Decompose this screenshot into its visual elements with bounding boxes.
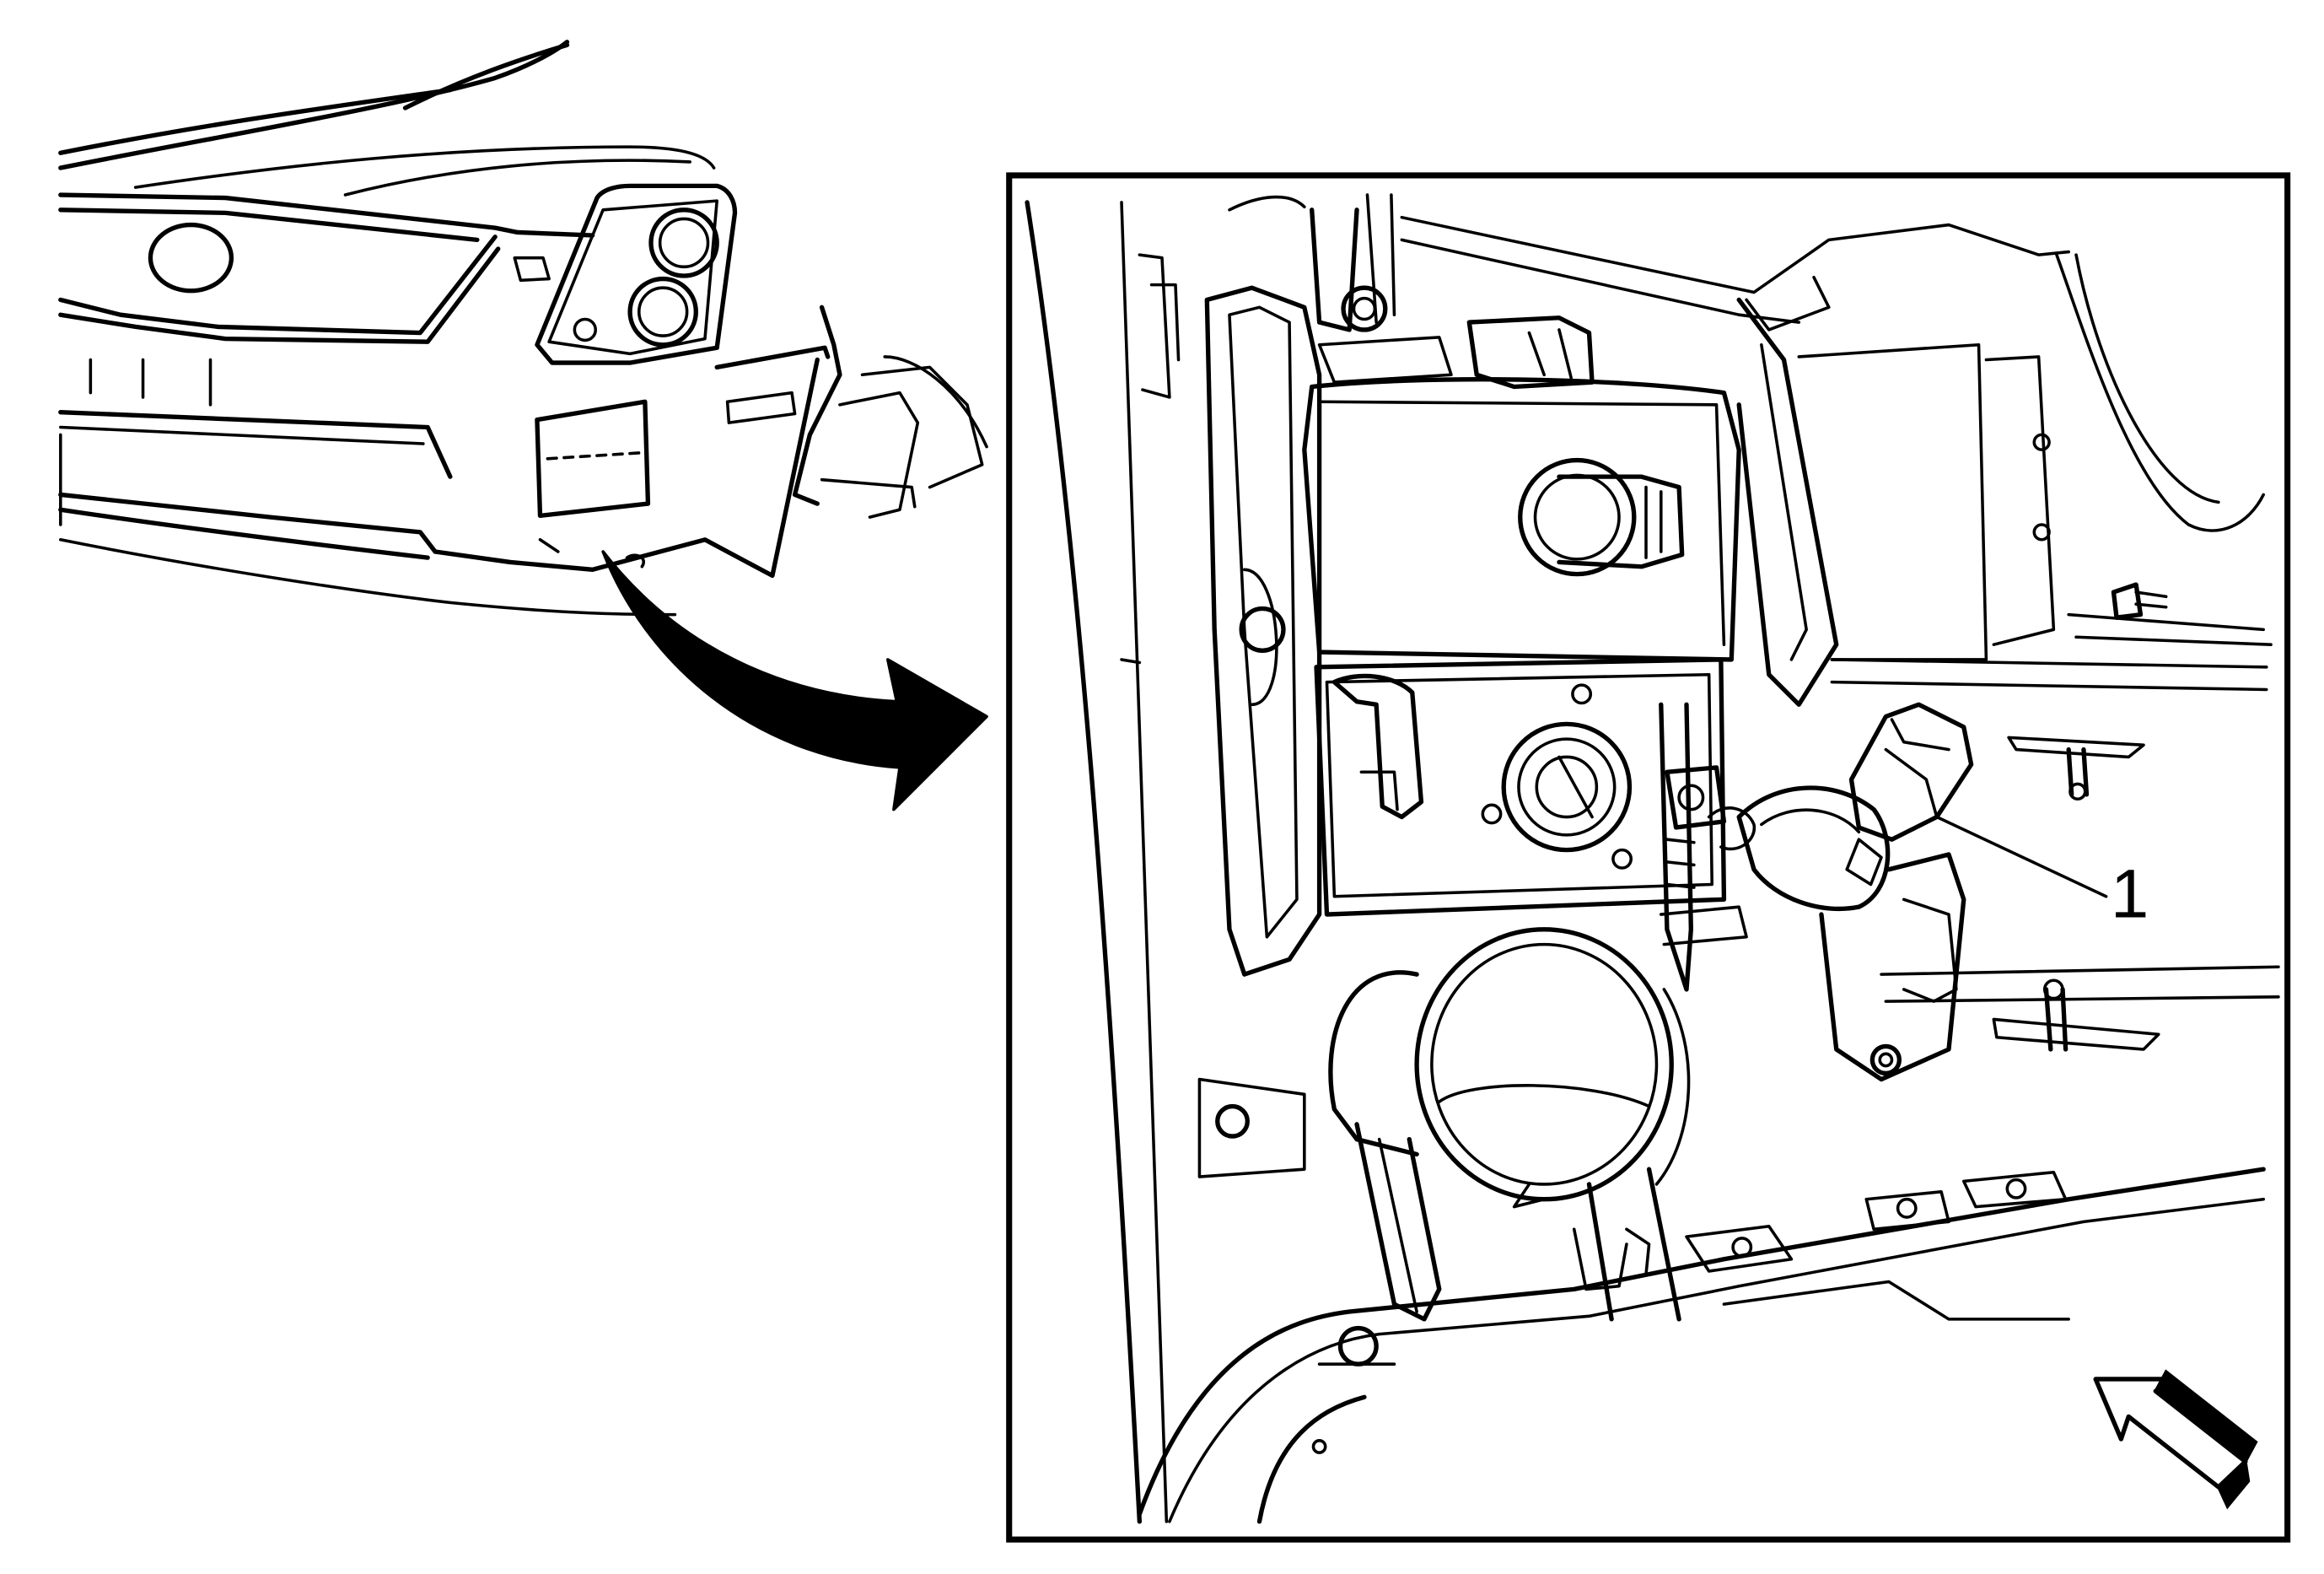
air-duct: [1328, 927, 1691, 1209]
headlamp-bulb-and-connector: [1707, 702, 1974, 912]
callout-number: 1: [2111, 856, 2149, 933]
curved-arrow-icon: [601, 550, 988, 811]
emblem-oval: [148, 222, 234, 294]
view-direction-arrow-icon: [2093, 1369, 2258, 1510]
inset-frame: [1006, 172, 2291, 1543]
callout-leader-line: [1935, 815, 2108, 898]
vehicle-front-overview: [58, 40, 988, 617]
headlamp-assembly: [535, 183, 738, 365]
inset-detail-lines: 1: [1025, 193, 2280, 1524]
detail-inset: 1: [1006, 172, 2291, 1543]
